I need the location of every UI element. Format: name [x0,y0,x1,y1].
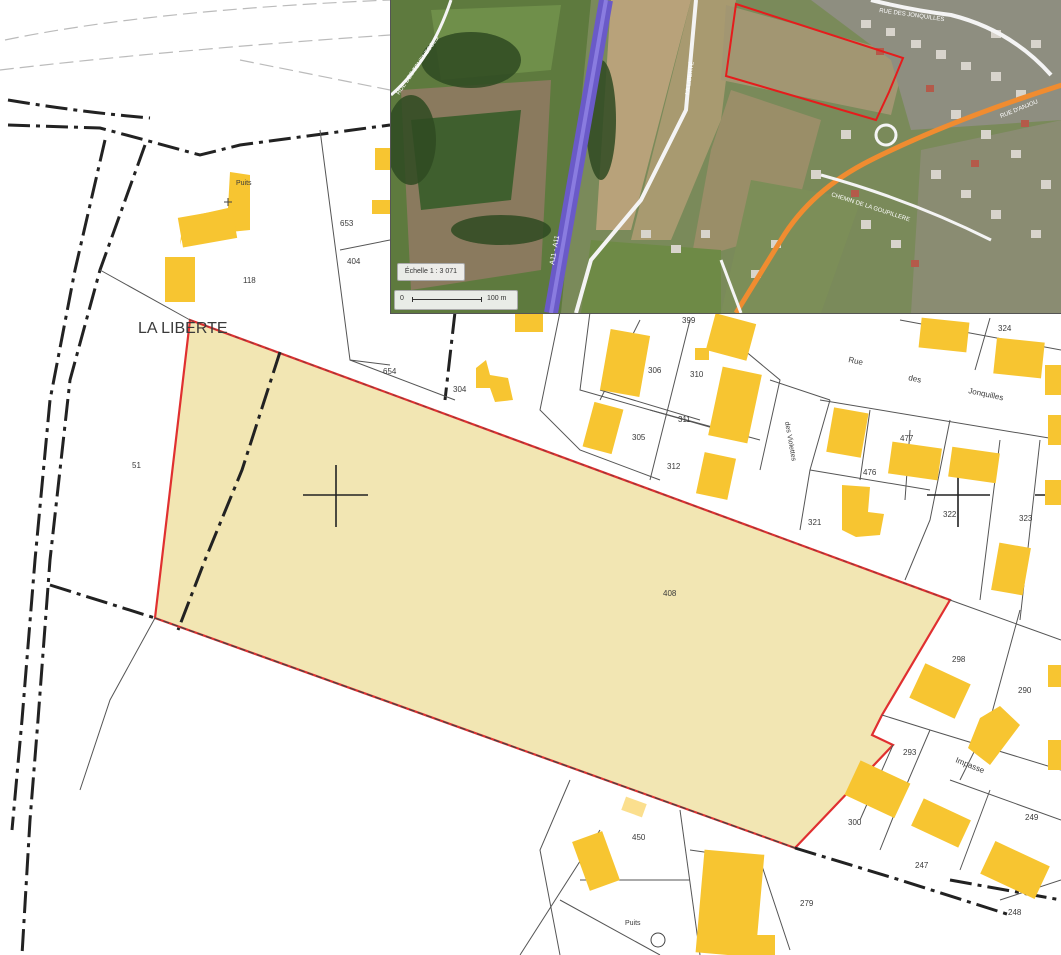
parcel-number: 51 [132,461,141,470]
buildings [165,148,1061,955]
parcel-number: 310 [690,370,704,379]
parcel-number: 118 [243,276,256,285]
aerial-inset-map[interactable]: A11 - A11 LA LIBERTÉ RUE DES JONQUILLES … [390,0,1061,314]
parcel-number: 298 [952,655,966,664]
lieu-dit-label: LA LIBERTE [138,320,228,337]
parcel-number: 323 [1019,514,1033,523]
parcel-number: 306 [648,366,662,375]
parcel-number: 404 [347,257,361,266]
parcel-number: 324 [998,324,1012,333]
parcel-number: 653 [340,219,354,228]
street-label-rue: Rue [848,355,865,367]
parcel-number: 305 [632,433,646,442]
scale-zero-label: 0 [400,295,404,302]
parcel-number: 304 [453,385,467,394]
parcel-number: 654 [383,367,397,376]
parcel-number: 279 [800,899,814,908]
aerial-parcel-outline[interactable] [724,2,905,122]
scale-bar: 0 100 m [394,290,518,310]
parcel-number: 476 [863,468,877,477]
parcel-number: 247 [915,861,929,870]
well-label: Puits [236,180,252,187]
parcel-number: 311 [678,415,691,424]
parcel-number: 321 [808,518,822,527]
road-label-liberte: LA LIBERTÉ [684,61,696,95]
parcel-number: 408 [663,589,677,598]
parcel-number: 477 [900,434,914,443]
parcel-number: 450 [632,833,646,842]
faint-lines [0,0,391,91]
highlighted-parcel-dashed-edge-top [189,319,951,601]
scale-ratio: Échelle 1 : 3 071 [397,263,465,281]
parcel-number: 312 [667,462,681,471]
parcel-number: 290 [1018,686,1032,695]
well-label-south: Puits [625,920,641,927]
scale-distance-label: 100 m [487,295,507,302]
scale-line [412,297,482,302]
parcel-number: 293 [903,748,917,757]
parcel-number: 248 [1008,908,1022,917]
parcel-number: 249 [1025,813,1039,822]
parcel-numbers: 118 653 404 51 654 304 306 310 311 305 3… [132,219,1039,917]
highlighted-parcel-dashed-edge [154,617,796,849]
parcel-number: 322 [943,510,957,519]
parcel-number: 300 [848,818,862,827]
parcel-number: 399 [682,316,696,325]
street-label-des: des [908,373,922,384]
well-symbols [224,198,666,948]
